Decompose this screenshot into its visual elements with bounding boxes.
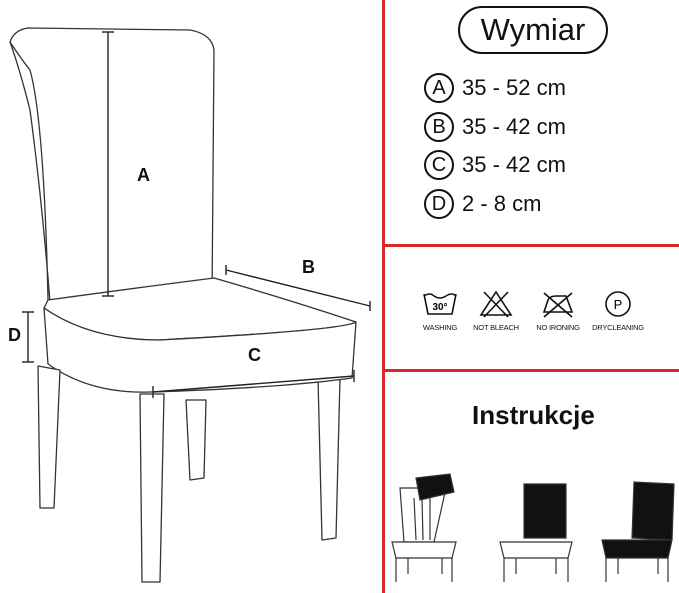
care-label: NO IRONING [536, 323, 580, 332]
dimension-value: 35 - 42 cm [462, 152, 566, 177]
no-bleach-icon [479, 290, 513, 318]
label-d: D [8, 325, 21, 345]
care-ironing: NO IRONING [529, 290, 587, 332]
wash-30-icon: 30° [423, 293, 457, 315]
dimensions-title: Wymiar [458, 6, 608, 54]
care-label: DRYCLEANING [592, 323, 644, 332]
letter-badge: C [424, 150, 454, 180]
label-a: A [137, 165, 150, 185]
care-bleach: NOT BLEACH [467, 290, 525, 332]
dry-cleaning-letter: P [614, 297, 623, 312]
wash-temperature: 30° [432, 302, 447, 313]
no-ironing-icon [542, 292, 574, 318]
care-washing: 30° WASHING [411, 290, 469, 332]
label-b: B [302, 257, 315, 277]
dimension-row-a: A 35 - 52 cm [424, 72, 566, 104]
dry-cleaning-icon: P [605, 291, 631, 317]
care-drycleaning: P DRYCLEANING [589, 290, 647, 332]
dimension-value: 2 - 8 cm [462, 191, 542, 216]
dimension-value: 35 - 52 cm [462, 75, 566, 100]
care-label: WASHING [422, 323, 458, 332]
chair-illustration [9, 27, 371, 583]
instructions-title: Instrukcje [472, 400, 595, 430]
vertical-divider [382, 0, 385, 593]
letter-badge: B [424, 112, 454, 142]
step-3-chair [601, 481, 675, 582]
dimension-row-c: C 35 - 42 cm [424, 149, 566, 181]
step-1-chair [391, 473, 457, 582]
divider-middle [382, 369, 679, 372]
label-c: C [248, 345, 261, 365]
dimension-value: 35 - 42 cm [462, 114, 566, 139]
care-label: NOT BLEACH [473, 323, 519, 332]
letter-badge: A [424, 73, 454, 103]
instruction-steps-illustration [391, 473, 675, 582]
divider-top [382, 244, 679, 247]
dimension-row-b: B 35 - 42 cm [424, 111, 566, 143]
letter-badge: D [424, 189, 454, 219]
step-2-chair [499, 483, 573, 582]
dimension-row-d: D 2 - 8 cm [424, 188, 541, 220]
